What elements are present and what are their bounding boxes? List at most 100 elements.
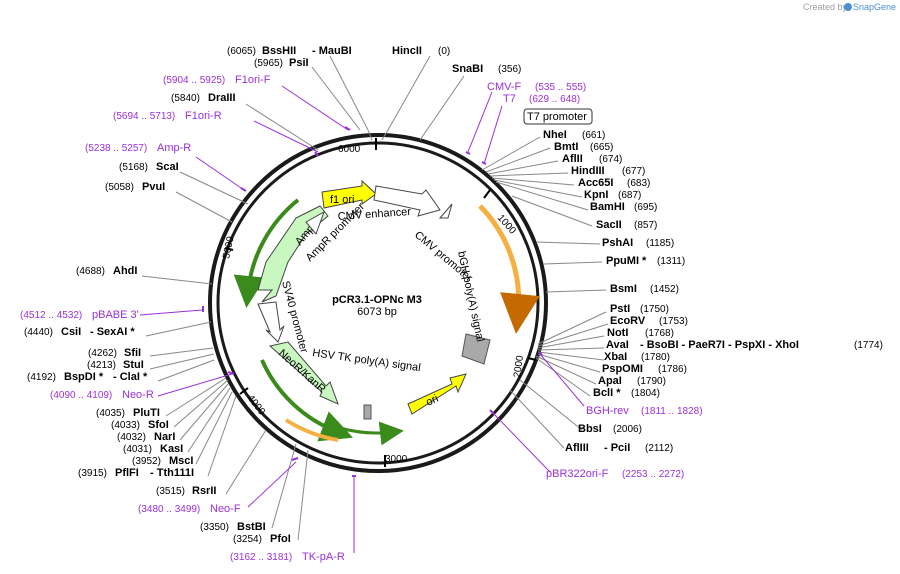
site-pspomi[interactable]: PspOMI xyxy=(602,363,643,375)
primer-tk-pa-r-range: (3162 .. 3181) xyxy=(230,552,292,563)
site-psti[interactable]: PstI xyxy=(610,303,630,315)
site-clai[interactable]: - ClaI * xyxy=(113,371,148,383)
site-sfoi-pos: (4033) xyxy=(111,420,140,431)
site-pcii[interactable]: - PciI xyxy=(604,442,630,454)
site-bcli[interactable]: BclI * xyxy=(593,387,621,399)
site-bspdi[interactable]: BspDI * xyxy=(64,371,104,383)
site-scai-pos: (5168) xyxy=(119,162,148,173)
site-avai-isoschizomers[interactable]: - BsoBI - PaeR7I - PspXI - XhoI xyxy=(640,339,799,351)
site-leaders xyxy=(141,55,609,541)
site-ahdi[interactable]: AhdI xyxy=(113,265,137,277)
primer-pbr322ori-f[interactable]: pBR322ori-F xyxy=(546,468,609,480)
site-psii-pos: (5965) xyxy=(254,58,283,69)
site-psti-pos: (1750) xyxy=(640,304,669,315)
site-bamhi-pos: (695) xyxy=(634,202,657,213)
primer-neo-f[interactable]: Neo-F xyxy=(210,503,241,515)
f1-ori-feature xyxy=(321,179,377,209)
site-pshai[interactable]: PshAI xyxy=(602,237,633,249)
site-draiii-pos: (5840) xyxy=(171,93,200,104)
site-psii[interactable]: PsiI xyxy=(289,57,309,69)
site-ppumi[interactable]: PpuMI * xyxy=(606,255,647,267)
site-maubi[interactable]: - MauBI xyxy=(312,45,352,57)
primer-tk-pa-r[interactable]: TK-pA-R xyxy=(302,551,345,563)
primer-bgh-rev-range: (1811 .. 1828) xyxy=(641,406,703,417)
site-sexai[interactable]: - SexAI * xyxy=(90,326,135,338)
site-bcli-pos: (1804) xyxy=(631,388,660,399)
primer-marks xyxy=(202,126,543,477)
site-acc65i[interactable]: Acc65I xyxy=(578,177,613,189)
site-scai[interactable]: ScaI xyxy=(156,161,179,173)
tick-label-6000: 6000 xyxy=(338,144,361,155)
primer-leaders xyxy=(139,85,585,553)
site-msci-pos: (3952) xyxy=(132,456,161,467)
site-aflii[interactable]: AflII xyxy=(562,153,583,165)
hsv-tk-feature xyxy=(363,404,372,420)
site-nhei[interactable]: NheI xyxy=(543,129,567,141)
snapgene-logo-icon xyxy=(844,3,852,11)
site-ecorv[interactable]: EcoRV xyxy=(610,315,646,327)
site-bamhi[interactable]: BamHI xyxy=(590,201,625,213)
site-csii[interactable]: CsiI xyxy=(61,326,81,338)
tick-label-5000: 5000 xyxy=(221,235,236,259)
primer-amp-r[interactable]: Amp-R xyxy=(157,142,191,154)
site-bsshii-pos: (6065) xyxy=(227,46,256,57)
site-bsmi[interactable]: BsmI xyxy=(610,283,637,295)
primer-t7[interactable]: T7 xyxy=(503,93,516,105)
primer-bgh-rev[interactable]: BGH-rev xyxy=(586,405,629,417)
primer-cmv-f[interactable]: CMV-F xyxy=(487,81,522,93)
site-kpni[interactable]: KpnI xyxy=(584,189,608,201)
tick-5000 xyxy=(224,247,234,251)
site-hincii[interactable]: HincII xyxy=(392,45,422,57)
site-xbai[interactable]: XbaI xyxy=(604,351,627,363)
primer-f1ori-r[interactable]: F1ori-R xyxy=(185,110,222,122)
tick-label-2000: 2000 xyxy=(512,354,526,378)
site-afliii[interactable]: AflIII xyxy=(565,442,589,454)
site-nari[interactable]: NarI xyxy=(154,431,175,443)
tick-4000 xyxy=(239,387,249,395)
site-kasi[interactable]: KasI xyxy=(160,443,183,455)
site-bbsi[interactable]: BbsI xyxy=(578,423,602,435)
primer-pbabe[interactable]: pBABE 3' xyxy=(92,309,139,321)
neo-outer-arc xyxy=(260,359,353,442)
plasmid-size: 6073 bp xyxy=(357,306,397,318)
site-bsshii[interactable]: BssHII xyxy=(262,45,296,57)
hsv-outer-arc xyxy=(339,421,404,446)
site-sfii[interactable]: SfiI xyxy=(124,347,141,359)
site-sfii-pos: (4262) xyxy=(88,348,117,359)
site-hindiii[interactable]: HindIII xyxy=(571,165,605,177)
primer-cmv-f-range: (535 .. 555) xyxy=(535,82,586,93)
t7-promoter-box xyxy=(523,108,593,125)
site-apai[interactable]: ApaI xyxy=(598,375,622,387)
site-kpni-pos: (687) xyxy=(618,190,641,201)
site-pfoi[interactable]: PfoI xyxy=(270,533,291,545)
site-stui[interactable]: StuI xyxy=(123,359,144,371)
tick-marks xyxy=(224,138,537,467)
primer-neo-f-range: (3480 .. 3499) xyxy=(138,504,200,515)
site-pluti[interactable]: PluTI xyxy=(133,407,160,419)
site-pvui[interactable]: PvuI xyxy=(142,181,165,193)
neo-orange-arc xyxy=(284,418,339,442)
site-sfoi[interactable]: SfoI xyxy=(148,419,169,431)
site-bspdi-pos: (4192) xyxy=(27,372,56,383)
site-bmti[interactable]: BmtI xyxy=(554,141,578,153)
primer-neo-r[interactable]: Neo-R xyxy=(122,389,154,401)
site-sacii[interactable]: SacII xyxy=(596,219,622,231)
site-snabi[interactable]: SnaBI xyxy=(452,63,483,75)
site-bstbi-pos: (3350) xyxy=(200,522,229,533)
primer-f1ori-f[interactable]: F1ori-F xyxy=(235,74,271,86)
site-aflii-pos: (674) xyxy=(599,154,622,165)
site-tth111i[interactable]: - Tth111I xyxy=(150,467,194,479)
site-msci[interactable]: MscI xyxy=(169,455,193,467)
site-csii-pos: (4440) xyxy=(24,327,53,338)
site-pflfi-pos: (3915) xyxy=(78,468,107,479)
cmv-promoter-feature xyxy=(438,203,453,219)
site-pspomi-pos: (1786) xyxy=(658,364,687,375)
site-draiii[interactable]: DraIII xyxy=(208,92,236,104)
site-rsrii[interactable]: RsrII xyxy=(192,485,216,497)
cmv-enhancer-label: CMV enhancer xyxy=(337,206,411,223)
site-kasi-pos: (4031) xyxy=(123,444,152,455)
site-avai[interactable]: AvaI xyxy=(606,339,629,351)
site-pflfi[interactable]: PflFI xyxy=(115,467,139,479)
site-noti[interactable]: NotI xyxy=(607,327,628,339)
site-bstbi[interactable]: BstBI xyxy=(237,521,266,533)
